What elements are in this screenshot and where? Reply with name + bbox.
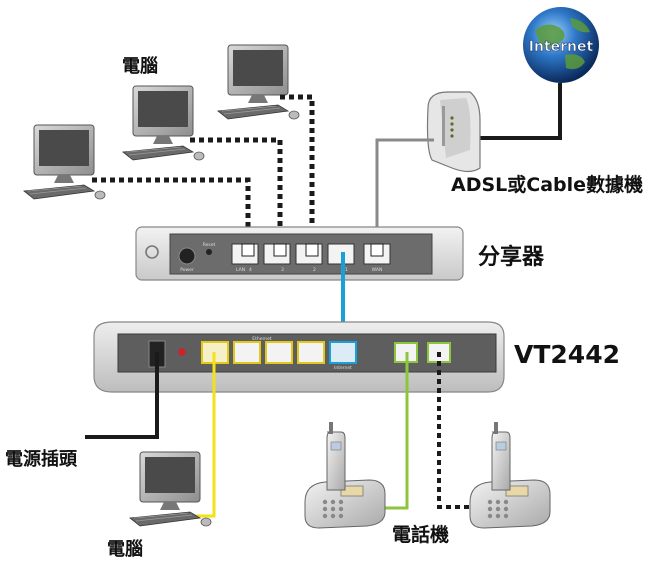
computer-top-left-icon	[23, 124, 106, 200]
computer-top-right-icon	[217, 44, 300, 120]
router-port1-label: 1	[345, 267, 348, 273]
internet-globe-icon: Internet	[523, 7, 599, 83]
cable-computer1-lan4	[92, 177, 251, 248]
phone-right-icon	[469, 421, 551, 529]
computer-top-middle-icon	[122, 85, 205, 161]
cable-power	[85, 352, 159, 439]
globe-label: Internet	[529, 39, 594, 55]
vt2442-device: Ethernet Internet	[93, 321, 505, 393]
router-port4-label: 4	[249, 267, 252, 273]
label-modem: ADSL或Cable數據機	[451, 174, 644, 196]
cable-computer2-lan3	[190, 137, 283, 248]
cable-phone-right	[437, 352, 480, 509]
cable-phone-left	[378, 352, 409, 510]
label-phones: 電話機	[392, 524, 450, 546]
label-power-plug: 電源插頭	[5, 449, 77, 470]
label-vt2442: VT2442	[514, 340, 620, 369]
router-port3-label: 3	[281, 267, 284, 273]
label-computers-top: 電腦	[122, 56, 158, 77]
router-port2-label: 2	[313, 267, 316, 273]
router-reset-label: Reset	[203, 242, 216, 248]
router-device: Power Reset LAN 4 3 2 1 WAN	[135, 226, 464, 281]
device-internet-label: Internet	[334, 365, 352, 371]
cable-computer3-lan2	[280, 94, 315, 248]
label-router: 分享器	[478, 245, 545, 270]
device-ethernet-label: Ethernet	[252, 336, 272, 342]
label-computer-bottom: 電腦	[107, 539, 143, 560]
modem-icon	[426, 91, 481, 173]
cable-modem-wan	[375, 138, 434, 248]
router-lan-label: LAN	[236, 267, 245, 273]
router-wan-label: WAN	[372, 267, 383, 273]
router-power-label: Power	[180, 267, 194, 273]
cable-internet-modem	[478, 83, 562, 140]
phone-left-icon	[304, 421, 386, 529]
